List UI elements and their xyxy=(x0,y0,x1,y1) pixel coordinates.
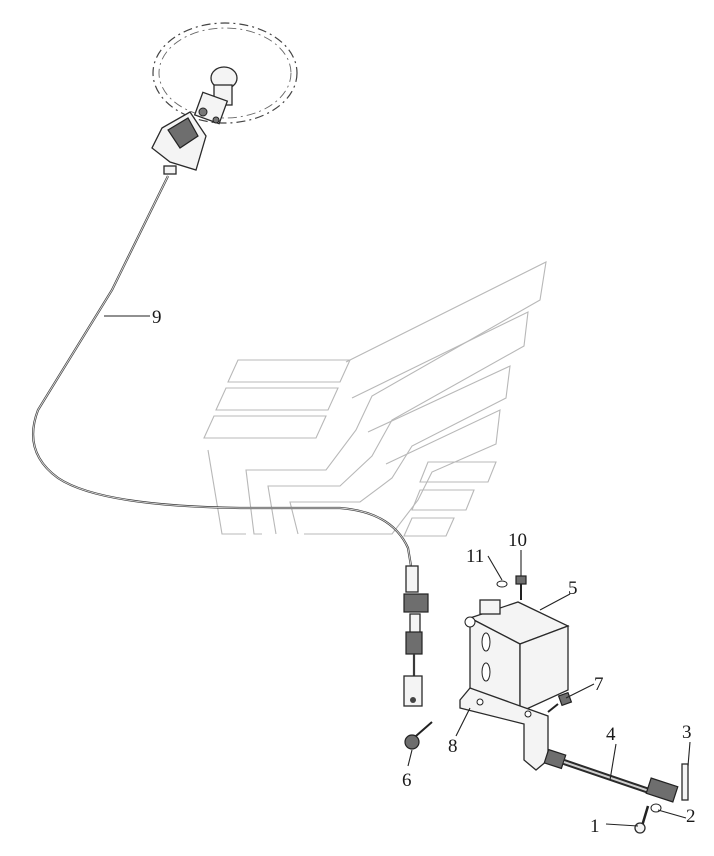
mounting-bracket xyxy=(459,687,549,771)
screw-10 xyxy=(515,575,527,600)
pin-1 xyxy=(634,805,650,834)
washer-11 xyxy=(496,580,508,588)
leader-lines xyxy=(104,315,691,827)
callout-2: 2 xyxy=(686,806,696,827)
callout-8: 8 xyxy=(448,736,458,757)
screw-7 xyxy=(547,691,573,713)
callout-3: 3 xyxy=(682,722,692,743)
callout-11: 11 xyxy=(466,546,484,567)
callout-5: 5 xyxy=(568,578,578,599)
throttle-cable xyxy=(31,175,414,573)
cable-connector xyxy=(403,565,429,707)
screw-6 xyxy=(404,721,433,750)
control-box xyxy=(464,599,570,714)
cable-control-head xyxy=(151,66,238,175)
watermark-logo xyxy=(203,261,547,537)
callout-1: 1 xyxy=(590,816,600,837)
callout-6: 6 xyxy=(402,770,412,791)
linkage-rod xyxy=(543,748,689,803)
steering-wheel xyxy=(152,22,298,124)
callout-9: 9 xyxy=(152,307,162,328)
callout-4: 4 xyxy=(606,724,616,745)
callout-10: 10 xyxy=(508,530,527,551)
callout-7: 7 xyxy=(594,674,604,695)
